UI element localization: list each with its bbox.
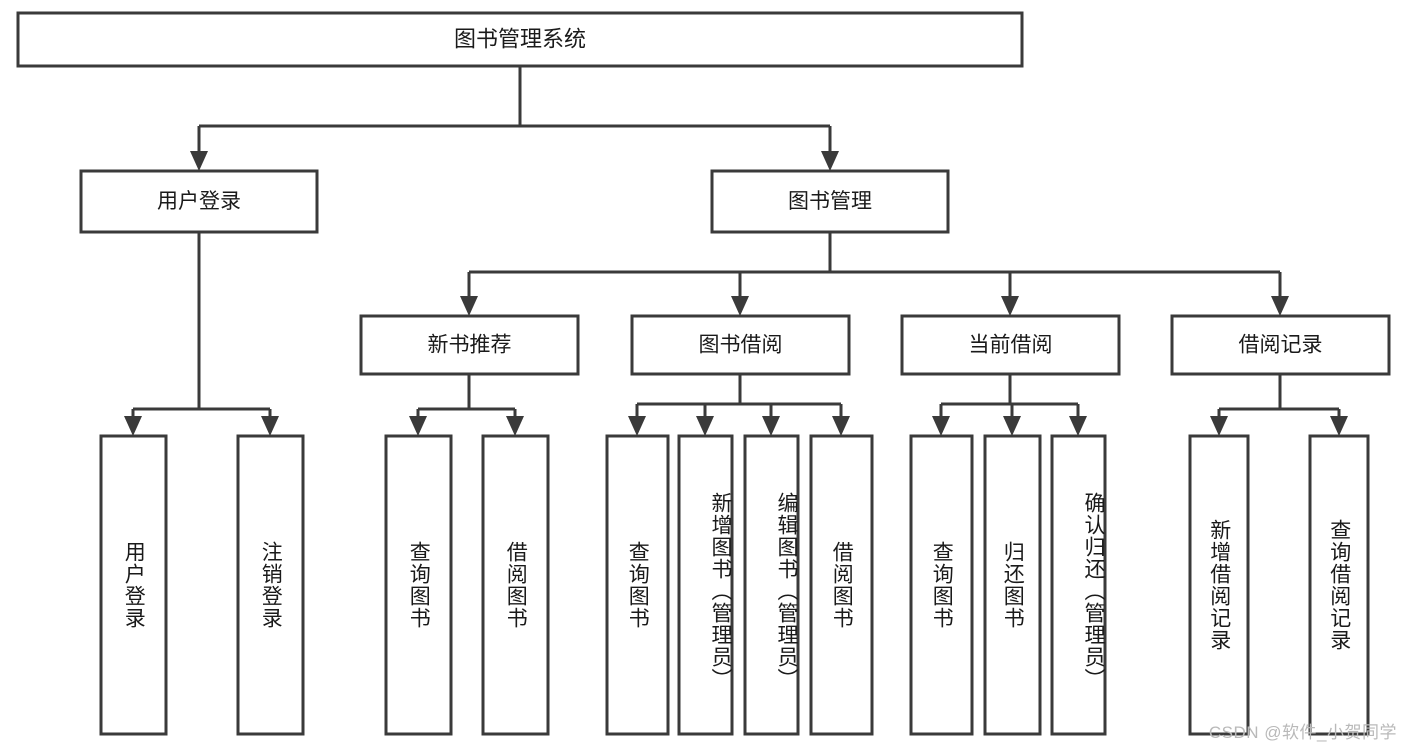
connector-level2-new-book-recommend-to-leaves [409, 374, 524, 436]
arrow-head-icon [1001, 296, 1019, 316]
node-user-login-box [79, 169, 319, 234]
arrow-head-icon [506, 416, 524, 436]
arrow-head-icon [762, 416, 780, 436]
node-borrow-record-box [1170, 314, 1391, 376]
arrow-head-icon [460, 296, 478, 316]
node-leaf-borrow-book-recommend-box [481, 434, 550, 736]
arrow-head-icon [832, 416, 850, 436]
node-leaf-user-login-box [99, 434, 168, 736]
arrow-head-icon [1069, 416, 1087, 436]
connector-root-to-level1 [190, 66, 839, 171]
node-book-borrow-label: 图书借阅 [699, 334, 783, 357]
node-leaf-borrow-book-recommend[interactable] [481, 434, 550, 736]
node-leaf-query-book-recommend[interactable] [384, 434, 453, 736]
node-book-management-box [710, 169, 950, 234]
arrow-head-icon [731, 296, 749, 316]
node-leaf-confirm-return-admin[interactable] [1050, 434, 1107, 736]
arrow-head-icon [696, 416, 714, 436]
node-book-management-label: 图书管理 [788, 190, 872, 213]
node-new-book-recommend-label: 新书推荐 [428, 334, 512, 357]
node-leaf-add-borrow-record-box [1188, 434, 1250, 736]
connector-layer [124, 66, 1348, 436]
node-current-borrow-label: 当前借阅 [969, 334, 1053, 357]
node-leaf-confirm-return-admin-box [1050, 434, 1107, 736]
node-leaf-edit-book-admin[interactable] [743, 434, 800, 736]
node-leaf-user-login[interactable] [99, 434, 168, 736]
node-root[interactable]: 图书管理系统 [16, 11, 1024, 68]
node-leaf-edit-book-admin-box [743, 434, 800, 736]
node-leaf-borrow-book-box [809, 434, 874, 736]
arrow-head-icon [261, 416, 279, 436]
connector-level2-current-borrow-to-leaves [932, 374, 1087, 436]
arrow-head-icon [1003, 416, 1021, 436]
node-leaf-query-borrow-record-box [1308, 434, 1370, 736]
arrow-head-icon [124, 416, 142, 436]
arrow-head-icon [628, 416, 646, 436]
node-leaf-query-book-current-box [909, 434, 974, 736]
node-leaf-query-book-borrow[interactable] [605, 434, 670, 736]
node-leaf-borrow-book[interactable] [809, 434, 874, 736]
node-leaf-query-book-current[interactable] [909, 434, 974, 736]
node-borrow-record[interactable]: 借阅记录 [1170, 314, 1391, 376]
node-leaf-logout-login[interactable] [236, 434, 305, 736]
node-book-borrow-box [630, 314, 851, 376]
node-root-box [16, 11, 1024, 68]
node-new-book-recommend-box [359, 314, 580, 376]
node-new-book-recommend[interactable]: 新书推荐 [359, 314, 580, 376]
node-leaf-query-borrow-record[interactable] [1308, 434, 1370, 736]
arrow-head-icon [932, 416, 950, 436]
node-leaf-logout-login-box [236, 434, 305, 736]
arrow-head-icon [190, 151, 208, 171]
node-user-login-label: 用户登录 [157, 190, 241, 213]
arrow-head-icon [1330, 416, 1348, 436]
node-leaf-add-borrow-record[interactable] [1188, 434, 1250, 736]
node-leaf-add-book-admin[interactable] [677, 434, 734, 736]
node-leaf-add-book-admin-box [677, 434, 734, 736]
node-leaf-query-book-borrow-box [605, 434, 670, 736]
connector-book-management-to-level2 [460, 232, 1289, 316]
connector-level2-borrow-record-to-leaves [1210, 374, 1348, 436]
node-leaf-return-book-box [983, 434, 1042, 736]
node-user-login[interactable]: 用户登录 [79, 169, 319, 234]
node-leaf-query-book-recommend-box [384, 434, 453, 736]
arrow-head-icon [409, 416, 427, 436]
arrow-head-icon [821, 151, 839, 171]
node-book-borrow[interactable]: 图书借阅 [630, 314, 851, 376]
node-leaf-return-book[interactable] [983, 434, 1042, 736]
connector-user-login-to-leaves [124, 232, 279, 436]
node-current-borrow-box [900, 314, 1121, 376]
node-current-borrow[interactable]: 当前借阅 [900, 314, 1121, 376]
node-book-management[interactable]: 图书管理 [710, 169, 950, 234]
arrow-head-icon [1210, 416, 1228, 436]
connector-level2-book-borrow-to-leaves [628, 374, 850, 436]
node-root-label: 图书管理系统 [454, 26, 586, 51]
arrow-head-icon [1271, 296, 1289, 316]
node-borrow-record-label: 借阅记录 [1239, 334, 1323, 357]
